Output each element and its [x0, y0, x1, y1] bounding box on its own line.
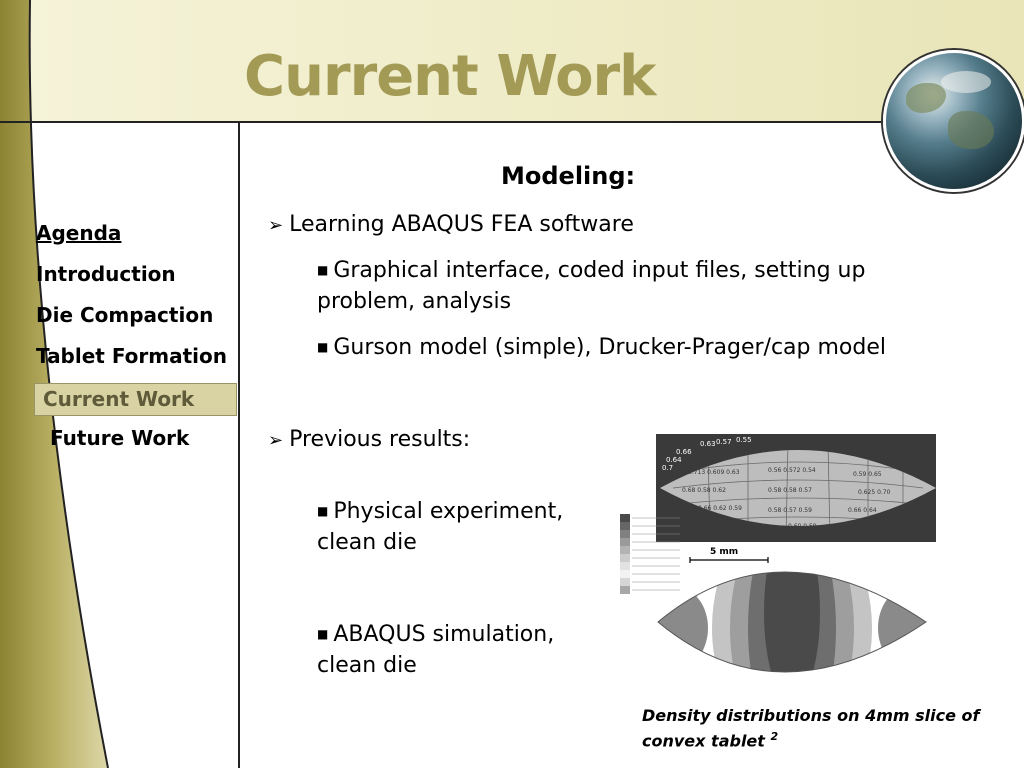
sub-bullet-item: ■Physical experiment, clean die: [317, 496, 592, 558]
density-label: 0.64: [666, 456, 682, 464]
bullet-text: Previous results:: [289, 427, 471, 452]
sub-bullet-item: ■ABAQUS simulation, clean die: [317, 619, 577, 681]
density-label: 0.7: [662, 464, 673, 472]
sidebar-item-tablet-formation[interactable]: Tablet Formation: [36, 344, 228, 368]
svg-text:0.625 0.70: 0.625 0.70: [858, 489, 891, 496]
sidebar-item-future-work[interactable]: Future Work: [50, 426, 190, 450]
svg-text:0.58 0.57 0.59: 0.58 0.57 0.59: [768, 507, 812, 514]
sub-bullet-item: ■ Gurson model (simple), Drucker-Prager/c…: [317, 332, 957, 363]
sub-bullet-item: ■Graphical interface, coded input files,…: [317, 255, 917, 317]
figure-caption: Density distributions on 4mm slice of co…: [642, 705, 982, 751]
square-bullet-icon: ■: [317, 263, 329, 277]
square-bullet-icon: ■: [317, 340, 329, 354]
globe-icon: [883, 50, 1024, 192]
sub-bullet-text: Physical experiment, clean die: [317, 499, 564, 555]
density-label: 0.63: [700, 440, 716, 448]
svg-text:0.58 0.58 0.57: 0.58 0.58 0.57: [768, 487, 812, 494]
square-bullet-icon: ■: [317, 627, 329, 641]
density-label: 0.57: [716, 438, 732, 446]
caption-text: Density distributions on 4mm slice of co…: [642, 706, 980, 751]
svg-text:0.60 0.59: 0.60 0.59: [788, 523, 817, 530]
density-label: 0.55: [736, 436, 752, 444]
square-bullet-icon: ■: [317, 504, 329, 518]
svg-text:0.66 0.64: 0.66 0.64: [848, 507, 877, 514]
sidebar-item-agenda[interactable]: Agenda: [36, 221, 122, 245]
simulation-contour: [658, 572, 926, 672]
sub-bullet-text: Gurson model (simple), Drucker-Prager/ca…: [333, 335, 886, 360]
bullet-item: ➢Previous results:: [268, 424, 470, 456]
svg-text:0.59 0.65: 0.59 0.65: [853, 471, 882, 478]
section-heading: Modeling:: [501, 162, 636, 190]
scale-bar: 5 mm: [689, 547, 769, 563]
arrow-bullet-icon: ➢: [268, 215, 284, 236]
sidebar-item-current-work[interactable]: Current Work: [34, 383, 237, 416]
scale-label: 5 mm: [710, 547, 738, 557]
contour-legend: [620, 514, 680, 594]
svg-text:0.66 0.62 0.59: 0.66 0.62 0.59: [698, 505, 742, 512]
sidebar-item-label: Current Work: [43, 387, 195, 411]
caption-ref: 2: [770, 730, 779, 743]
bullet-text: Learning ABAQUS FEA software: [289, 212, 634, 237]
svg-text:0.68 0.58 0.62: 0.68 0.58 0.62: [682, 487, 726, 494]
sidebar-item-die-compaction[interactable]: Die Compaction: [36, 303, 214, 327]
bullet-item: ➢Learning ABAQUS FEA software: [268, 209, 634, 241]
sidebar-item-introduction[interactable]: Introduction: [36, 262, 176, 286]
svg-text:0.713 0.609 0.63: 0.713 0.609 0.63: [688, 469, 740, 476]
slide-title: Current Work: [244, 44, 656, 109]
svg-text:0.56 0.572 0.54: 0.56 0.572 0.54: [768, 467, 816, 474]
density-figure: 0.713 0.609 0.63 0.56 0.572 0.54 0.59 0.65…: [620, 434, 936, 673]
sub-bullet-text: Graphical interface, coded input files, …: [317, 258, 866, 314]
arrow-bullet-icon: ➢: [268, 430, 284, 451]
density-label: 0.66: [676, 448, 692, 456]
sub-bullet-text: ABAQUS simulation, clean die: [317, 622, 555, 678]
